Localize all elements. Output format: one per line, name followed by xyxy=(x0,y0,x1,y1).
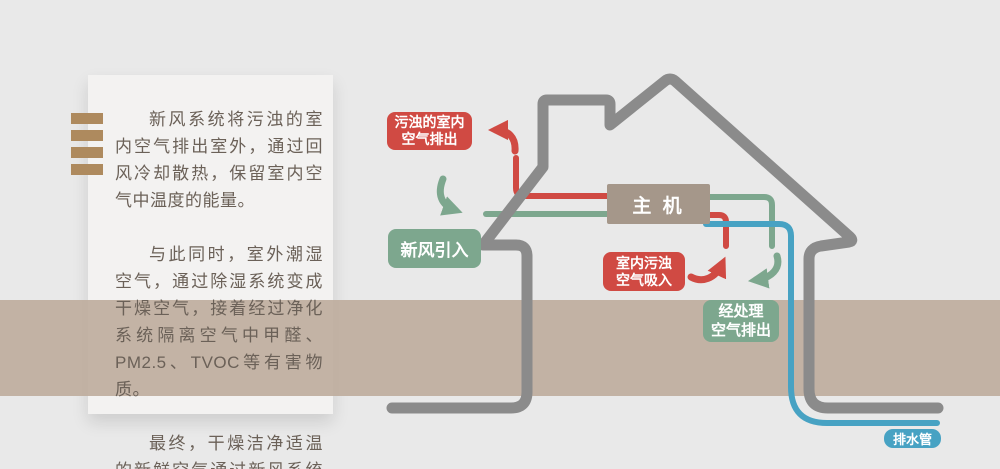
label-line: 污浊的室内 xyxy=(394,114,465,130)
ground-band xyxy=(0,300,1000,396)
supply-air-pipe xyxy=(692,194,775,249)
treated-air-arrow-icon xyxy=(747,252,782,289)
label-treated-air-out: 经处理 空气排出 xyxy=(703,300,779,342)
drain-pipe xyxy=(703,221,940,426)
paragraph-exhaust: 新风系统将污浊的室内空气排出室外，通过回风冷却散热，保留室内空气中温度的能量。 xyxy=(115,110,323,210)
label-line: 空气排出 xyxy=(710,322,771,339)
accent-bar xyxy=(71,147,103,158)
label-drain-pipe: 排水管 xyxy=(884,429,941,448)
label-indoor-air-suction: 室内污浊 空气吸入 xyxy=(603,252,685,291)
label-dirty-air-out: 污浊的室内 空气排出 xyxy=(387,112,472,150)
label-line: 空气吸入 xyxy=(616,271,672,288)
paragraph-dehumidify: 与此同时，室外潮湿空气，通过除湿系统变成干燥空气，接着经过净化系统隔离空气中甲醛… xyxy=(115,245,323,399)
accent-bar xyxy=(71,164,103,175)
exhaust-arrow-icon xyxy=(487,119,519,155)
label-line: 室内污浊 xyxy=(616,254,672,271)
description-card: 新风系统将污浊的室内空气排出室外，通过回风冷却散热，保留室内空气中温度的能量。 … xyxy=(88,75,333,469)
label-line: 空气排出 xyxy=(401,131,458,147)
label-line: 排水管 xyxy=(892,432,932,447)
main-unit-box: 主 机 xyxy=(607,184,710,224)
description-text: 新风系统将污浊的室内空气排出室外，通过回风冷却散热，保留室内空气中温度的能量。 … xyxy=(88,75,333,469)
suction-arrow-icon xyxy=(687,256,727,284)
label-line: 经处理 xyxy=(718,303,764,320)
paragraph-fresh-supply: 最终，干燥洁净适温的新鲜空气通过新风系统输入室内。 xyxy=(115,434,323,469)
house-outline xyxy=(386,73,944,414)
fresh-air-arrow-icon xyxy=(436,175,463,216)
label-fresh-air-in: 新风引入 xyxy=(388,229,481,268)
accent-bars-icon xyxy=(71,113,103,181)
accent-bar xyxy=(71,130,103,141)
label-line: 新风引入 xyxy=(400,241,469,260)
accent-bar xyxy=(71,113,103,124)
main-unit-label: 主 机 xyxy=(632,195,685,217)
